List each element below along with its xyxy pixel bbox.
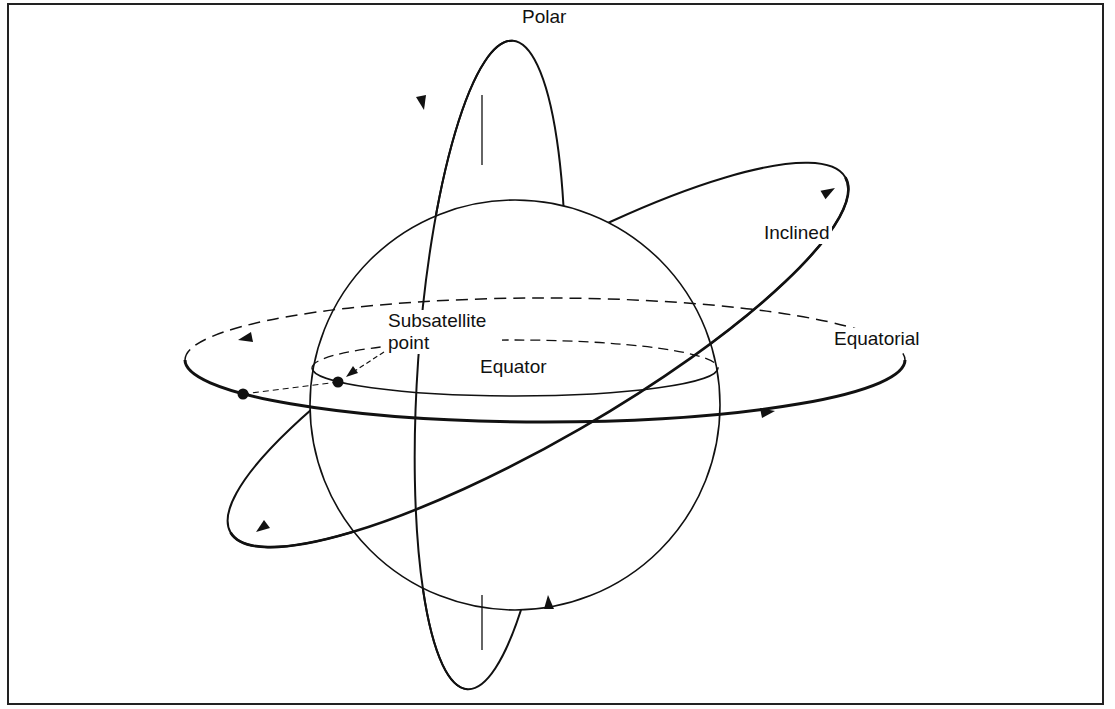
- arrowhead: [346, 366, 358, 377]
- equatorial-orbit-back: [185, 298, 905, 360]
- arrowhead: [238, 332, 253, 342]
- frame: [8, 4, 1103, 704]
- point-label: Subsatellite point: [386, 310, 502, 354]
- arrowhead: [760, 408, 775, 418]
- polar-axis: [481, 595, 482, 650]
- earth-sphere: [310, 200, 720, 610]
- orbit-label: Polar: [520, 6, 568, 28]
- arrowhead: [416, 95, 426, 110]
- polar-axis: [481, 95, 482, 165]
- satellite-dot: [238, 389, 249, 400]
- equator-label: Equator: [478, 356, 549, 378]
- projection-line: [243, 382, 338, 394]
- arrowhead: [821, 188, 836, 199]
- arrowhead: [256, 520, 270, 532]
- orbit-label: Equatorial: [832, 328, 922, 350]
- inclined-orbit-front: [231, 178, 888, 607]
- subsatellite-dot: [333, 377, 344, 388]
- orbit-label: Inclined: [762, 222, 832, 244]
- arrowhead: [544, 595, 554, 609]
